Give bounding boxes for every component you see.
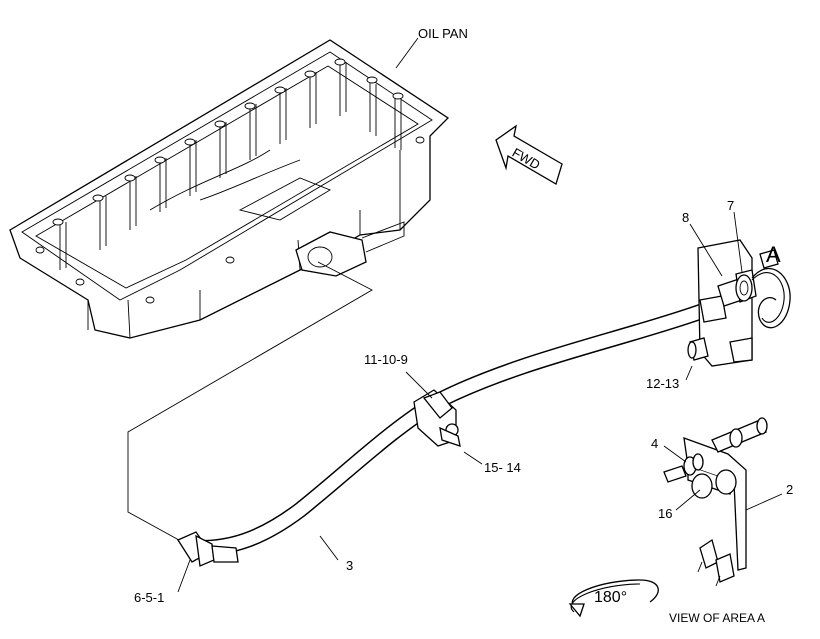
oil-pan-drawing bbox=[9, 37, 450, 339]
callout-12-13: 12-13 bbox=[646, 376, 679, 391]
rotation-label: 180° bbox=[594, 589, 627, 606]
oil-pan-label: OIL PAN bbox=[418, 26, 468, 41]
valve-bracket-upper bbox=[687, 239, 791, 367]
fwd-arrow bbox=[495, 124, 563, 185]
leader-lines bbox=[177, 211, 783, 593]
callout-2: 2 bbox=[786, 482, 793, 497]
drain-hose bbox=[177, 304, 708, 567]
callout-4: 4 bbox=[651, 436, 658, 451]
callout-6-5-1: 6-5-1 bbox=[134, 590, 164, 605]
callout-3: 3 bbox=[346, 558, 353, 573]
drain-leader-line bbox=[127, 261, 373, 546]
callout-11-10-9: 11-10-9 bbox=[364, 352, 408, 367]
callout-8: 8 bbox=[682, 210, 689, 225]
callout-7: 7 bbox=[727, 198, 734, 213]
callout-15-14: 15- 14 bbox=[484, 460, 521, 475]
area-a-label: A bbox=[766, 242, 781, 267]
view-of-area-a bbox=[568, 417, 768, 618]
callout-16: 16 bbox=[658, 506, 672, 521]
view-of-area-label: VIEW OF AREA A bbox=[669, 611, 765, 625]
